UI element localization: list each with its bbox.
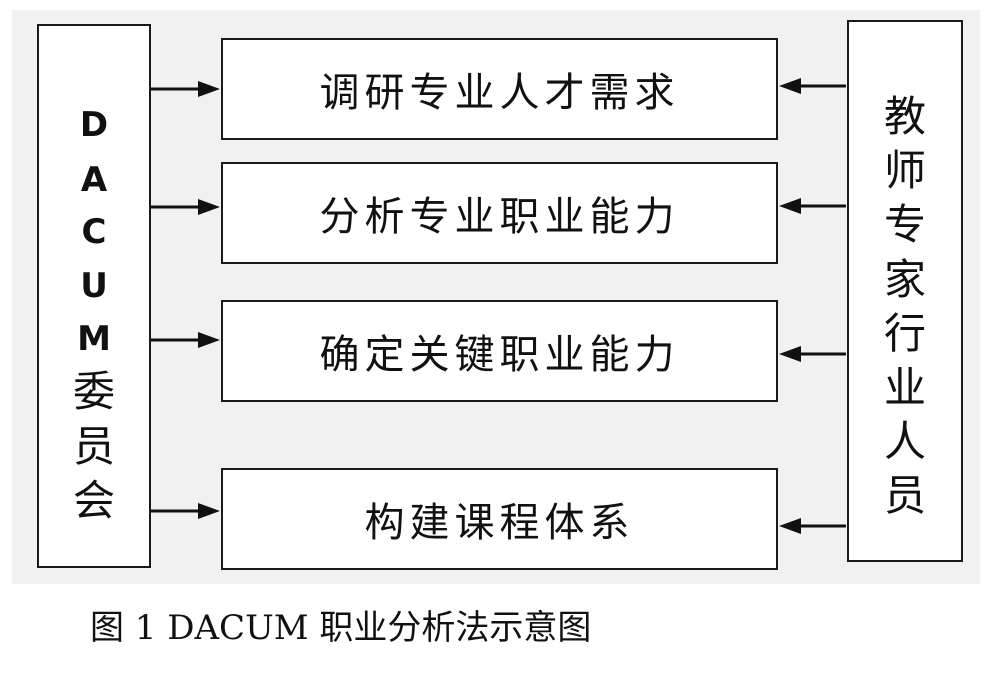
arrow-left-1-head	[198, 81, 220, 97]
right-char: 家	[883, 255, 926, 304]
arrow-right-1-head	[779, 78, 801, 94]
right-char: 教	[883, 92, 926, 141]
right-char: 行	[883, 309, 926, 358]
left-char: 会	[72, 476, 115, 525]
left-char: D	[79, 105, 109, 145]
right-char: 师	[883, 146, 926, 195]
step-box-analyze-ability: 分析专业职业能力	[221, 162, 778, 264]
step-label: 分析专业职业能力	[319, 194, 680, 240]
right-char: 员	[883, 471, 926, 520]
step-box-key-ability: 确定关键职业能力	[221, 300, 778, 402]
arrow-right-2-head	[779, 198, 801, 214]
left-char: 委	[72, 367, 115, 416]
step-label: 构建课程体系	[364, 500, 635, 546]
arrow-right-3-head	[779, 346, 801, 362]
arrow-left-2-head	[198, 199, 220, 215]
step-box-research-demand: 调研专业人才需求	[221, 38, 778, 140]
right-char: 专	[883, 200, 926, 249]
dacum-committee-box: D A C U M 委 员 会	[37, 24, 151, 568]
left-char: C	[81, 212, 107, 252]
arrow-right-4-head	[779, 518, 801, 534]
left-char: U	[80, 266, 108, 306]
step-label: 确定关键职业能力	[319, 332, 680, 378]
experts-box: 教 师 专 家 行 业 人 员	[847, 20, 963, 562]
arrow-left-4-head	[198, 503, 220, 519]
step-label: 调研专业人才需求	[319, 70, 680, 116]
left-char: M	[77, 319, 111, 359]
arrow-left-3-head	[198, 332, 220, 348]
left-char: A	[80, 160, 108, 200]
right-char: 人	[883, 417, 926, 466]
right-char: 业	[883, 363, 926, 412]
left-char: 员	[72, 422, 115, 471]
step-box-curriculum: 构建课程体系	[221, 468, 778, 570]
figure-caption: 图 1 DACUM 职业分析法示意图	[90, 608, 592, 648]
